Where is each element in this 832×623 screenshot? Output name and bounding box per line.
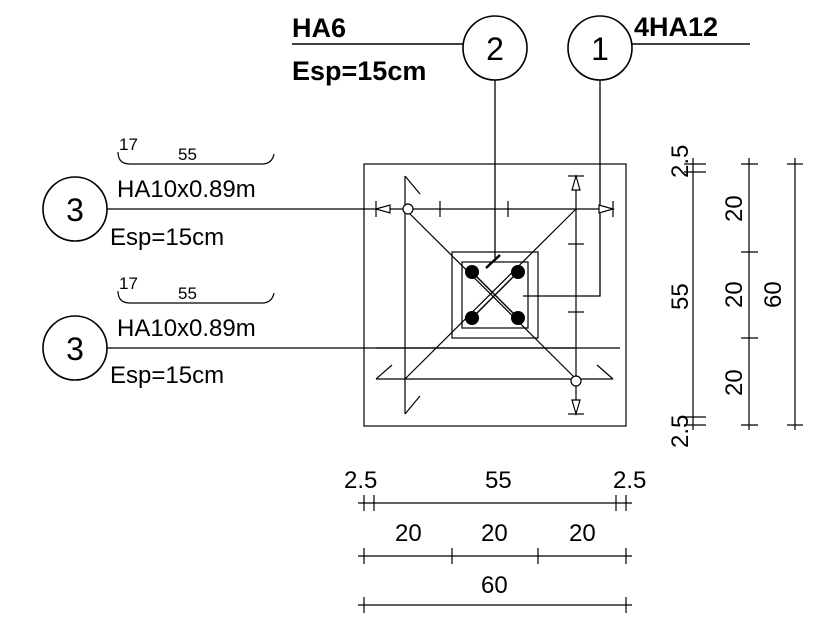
pedestal-stirrup xyxy=(461,261,529,329)
right-dimensions xyxy=(684,158,803,430)
bar3a-length-dim: 55 xyxy=(178,145,197,164)
leader-1 xyxy=(523,80,601,297)
arrow-head xyxy=(373,204,391,214)
bar3b-hook-dim: 17 xyxy=(119,274,138,293)
hook xyxy=(404,395,421,415)
dim-right-seg1: 20 xyxy=(721,195,748,222)
diagonal-bar xyxy=(404,208,577,380)
dim-bottom-seg2: 20 xyxy=(481,520,508,547)
bar-3-upper-group: 17 55 HA10x0.89m 3 Esp=15cm xyxy=(42,135,408,251)
bottom-dimension-labels: 2.5 55 2.5 20 20 20 60 xyxy=(344,467,646,599)
dim-right-top-edge: 2.5 xyxy=(667,145,694,178)
dim-right-bottom-edge: 2.5 xyxy=(667,415,694,448)
stirrup-diagonal xyxy=(471,271,519,319)
label-4ha12: 4HA12 xyxy=(634,12,718,42)
marker-2-group: 2 xyxy=(462,15,528,258)
bar-end-marker xyxy=(402,203,414,215)
footing-plan xyxy=(363,163,627,427)
stirrup-diagonals xyxy=(471,254,519,319)
stirrup-hook xyxy=(485,254,501,269)
hook xyxy=(404,175,421,195)
pedestal-outer xyxy=(451,251,539,339)
marker-label-2: 2 xyxy=(486,31,504,67)
dim-bottom-seg3: 20 xyxy=(569,520,596,547)
right-dimension-labels: 2.5 55 2.5 20 20 20 60 xyxy=(667,145,787,448)
bar3b-spacing: Esp=15cm xyxy=(110,362,224,389)
bar3b-name: HA10x0.89m xyxy=(117,315,256,342)
label-ha6-group: HA6 Esp=15cm xyxy=(292,13,463,86)
dim-right-seg3: 20 xyxy=(721,369,748,396)
bar3a-shape xyxy=(117,151,275,165)
bar3a-name: HA10x0.89m xyxy=(117,176,256,203)
bar-end-marker xyxy=(570,375,582,387)
dim-right-seg2: 20 xyxy=(721,281,748,308)
marker-label-3b: 3 xyxy=(66,331,84,367)
marker-label-1: 1 xyxy=(591,31,609,67)
arrow-head xyxy=(571,173,581,191)
dim-right-55: 55 xyxy=(667,283,694,310)
footing-outline xyxy=(363,163,627,427)
bar-3-lower-group: 17 55 HA10x0.89m 3 Esp=15cm xyxy=(42,274,575,389)
dim-bottom-total: 60 xyxy=(481,572,508,599)
bar-vertical-arrow xyxy=(568,173,584,417)
dim-bottom-seg1: 20 xyxy=(395,520,422,547)
marker-1-group: 1 4HA12 xyxy=(523,12,750,297)
dim-right-total: 60 xyxy=(760,281,787,308)
dim-bottom-left-edge: 2.5 xyxy=(344,467,377,494)
bar-ticks-upper xyxy=(373,201,616,217)
dim-bottom-55: 55 xyxy=(485,467,512,494)
label-esp-top: Esp=15cm xyxy=(292,56,426,86)
label-ha6: HA6 xyxy=(292,13,346,43)
arrow-head xyxy=(598,204,616,214)
dim-bottom-right-edge: 2.5 xyxy=(613,467,646,494)
bottom-dimensions xyxy=(358,495,632,613)
hook xyxy=(596,364,614,380)
marker-label-3a: 3 xyxy=(66,192,84,228)
hook xyxy=(375,364,393,380)
bar3a-spacing: Esp=15cm xyxy=(110,224,224,251)
bar3b-length-dim: 55 xyxy=(178,284,197,303)
bar3a-hook-dim: 17 xyxy=(119,135,138,154)
bar3b-shape xyxy=(117,290,275,304)
arrow-head xyxy=(571,399,581,417)
